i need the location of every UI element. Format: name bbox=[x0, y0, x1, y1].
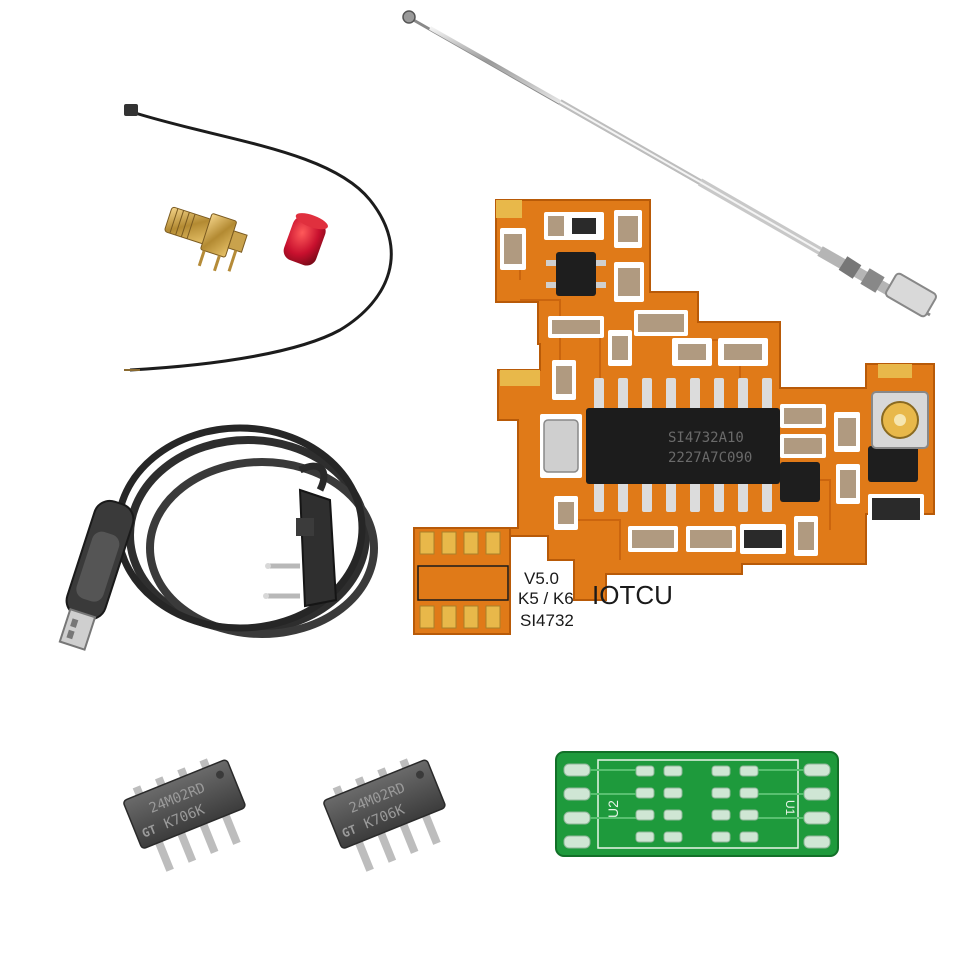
eeprom-2-logo: GT bbox=[340, 822, 359, 840]
ufl-socket bbox=[871, 391, 929, 449]
eeprom-chip: 24M02RD GT K706K bbox=[123, 758, 246, 872]
adapter-inner-pads bbox=[635, 765, 759, 843]
gold-pad bbox=[878, 364, 912, 378]
sma-connector bbox=[164, 206, 248, 272]
pcb-brand-label: IOTCU bbox=[592, 580, 673, 610]
pcb-ic-label: SI4732 bbox=[520, 611, 574, 630]
antenna-joint bbox=[838, 256, 885, 293]
ufl-pigtail-cable bbox=[124, 104, 393, 372]
eeprom-1-logo: GT bbox=[140, 822, 159, 840]
chip-pins-top bbox=[594, 378, 772, 412]
antenna-base bbox=[885, 272, 937, 318]
antenna-tip bbox=[402, 10, 416, 24]
eeprom-chip: 24M02RD GT K706K bbox=[323, 758, 446, 872]
main-chip-marking-2: 2227A7C090 bbox=[668, 450, 752, 466]
telescopic-antenna bbox=[402, 10, 937, 318]
crystal-oscillator bbox=[543, 419, 579, 473]
ufl-connector bbox=[124, 104, 138, 116]
adapter-pads-right bbox=[803, 763, 831, 849]
sop8-adapter-board: U2 U1 bbox=[555, 751, 839, 857]
si4732-module-board: SI4732A10 2227A7C090 V5.0 K5 / K6 IOTCU … bbox=[413, 199, 935, 635]
adapter-label-u2: U2 bbox=[605, 800, 621, 818]
kenwood-2pin-plug bbox=[263, 488, 338, 608]
usb-programming-cable bbox=[58, 424, 378, 651]
pcb-version-label: V5.0 bbox=[524, 569, 559, 588]
main-chip: SI4732A10 2227A7C090 bbox=[586, 378, 780, 512]
red-dust-cap bbox=[283, 213, 328, 266]
gold-pad bbox=[500, 370, 540, 386]
gold-pad bbox=[496, 200, 522, 218]
pcb-model-label: K5 / K6 bbox=[518, 589, 574, 608]
main-chip-marking-1: SI4732A10 bbox=[668, 430, 744, 446]
sot-transistors bbox=[556, 252, 918, 502]
silkscreen-box bbox=[417, 565, 509, 601]
chip-pins-bottom bbox=[594, 478, 772, 512]
smd-components bbox=[500, 210, 924, 556]
adapter-label-u1: U1 bbox=[783, 800, 797, 816]
adapter-pads-left bbox=[563, 763, 591, 849]
